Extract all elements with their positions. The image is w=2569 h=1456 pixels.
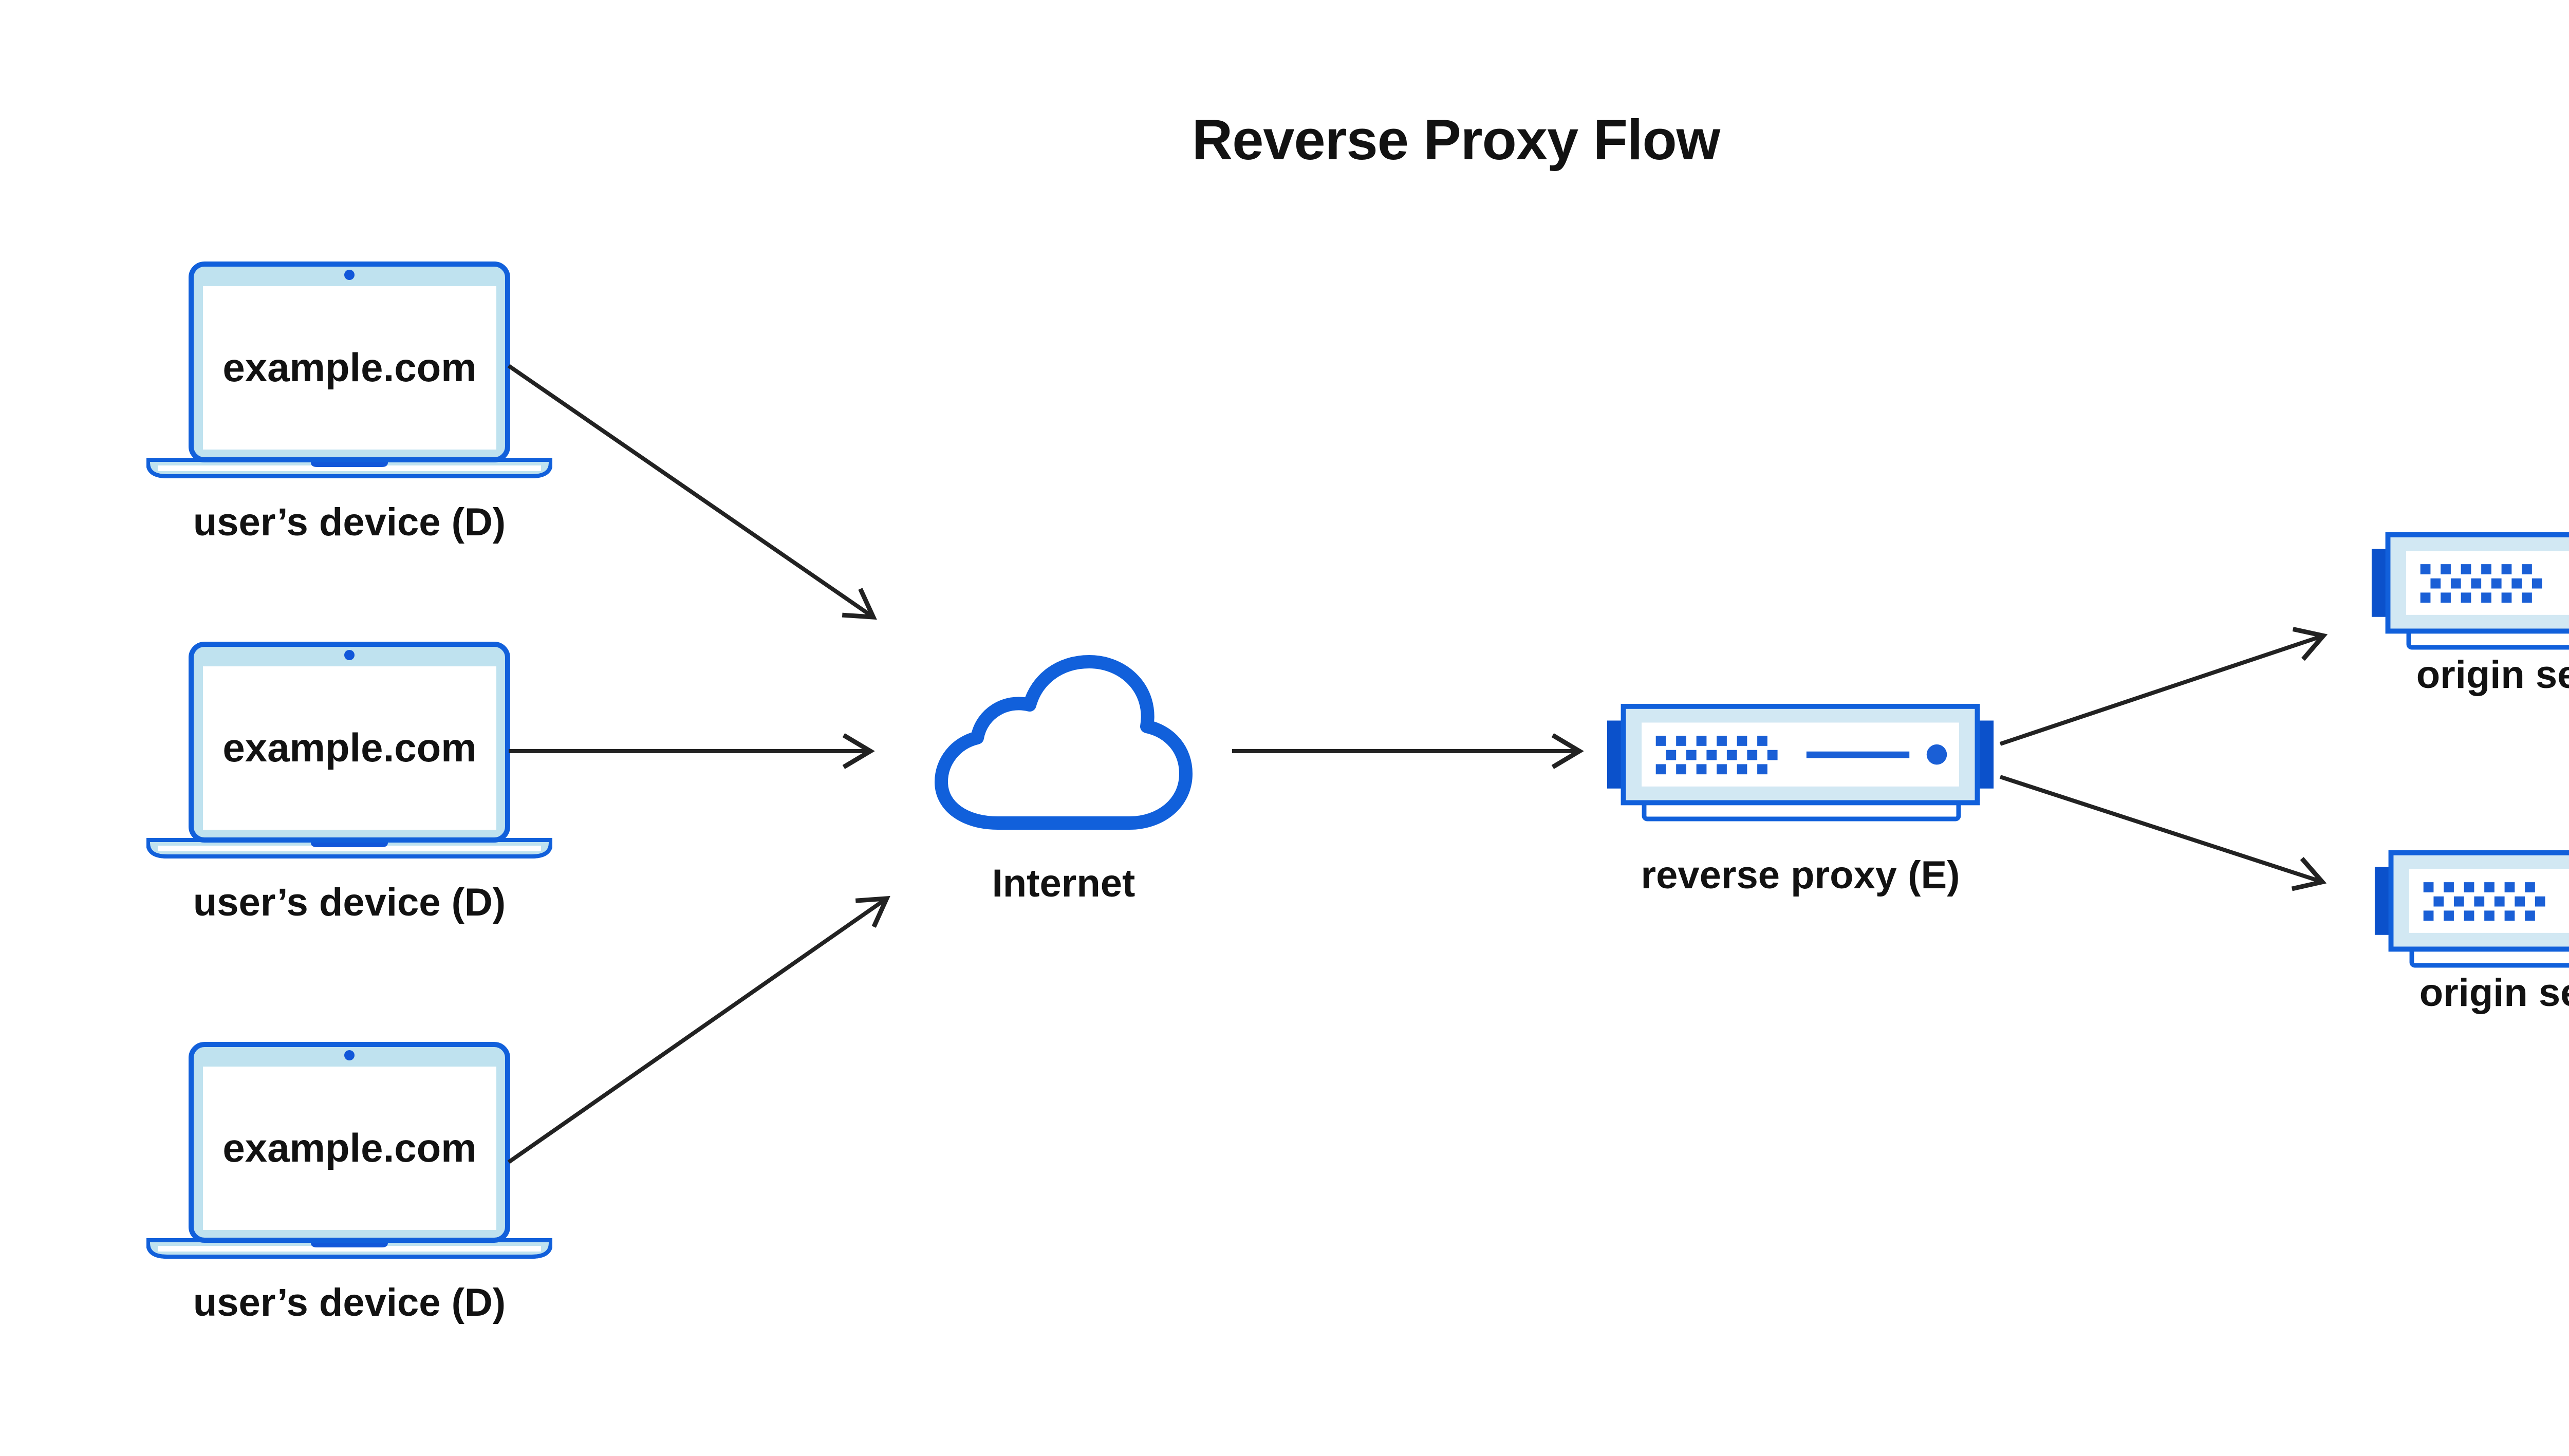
device-screen-text: example.com	[222, 725, 477, 770]
origin-label: origin server (F)	[2416, 653, 2569, 697]
device-label: user’s device (D)	[193, 500, 506, 544]
origin-label: origin server (F)	[2419, 971, 2569, 1015]
arrow-device3-to-internet	[507, 895, 890, 1164]
device-label: user’s device (D)	[193, 881, 506, 924]
reverse-proxy-node: reverse proxy (E)	[1605, 701, 1996, 958]
internet-label: Internet	[992, 862, 1135, 905]
device-label: user’s device (D)	[193, 1281, 506, 1324]
origin-server-node-1: origin server (F)	[2370, 530, 2569, 787]
server-icon	[1605, 701, 1996, 858]
device-node-3: example.com user’s device (D)	[146, 1040, 552, 1456]
device-node-1: example.com user’s device (D)	[146, 259, 552, 748]
cloud-icon	[935, 655, 1193, 830]
device-screen-text: example.com	[222, 345, 477, 390]
internet-node: Internet	[920, 651, 1207, 960]
page-title: Reverse Proxy Flow	[1192, 108, 1720, 172]
arrow-proxy-to-origin1	[1999, 627, 2328, 746]
proxy-label: reverse proxy (E)	[1641, 853, 1960, 897]
origin-server-node-2: origin server (F)	[2373, 848, 2569, 1105]
device-node-2: example.com user’s device (D)	[146, 640, 552, 1128]
device-screen-text: example.com	[222, 1125, 477, 1170]
arrow-device1-to-internet	[507, 364, 877, 620]
arrow-proxy-to-origin2	[1999, 775, 2327, 891]
